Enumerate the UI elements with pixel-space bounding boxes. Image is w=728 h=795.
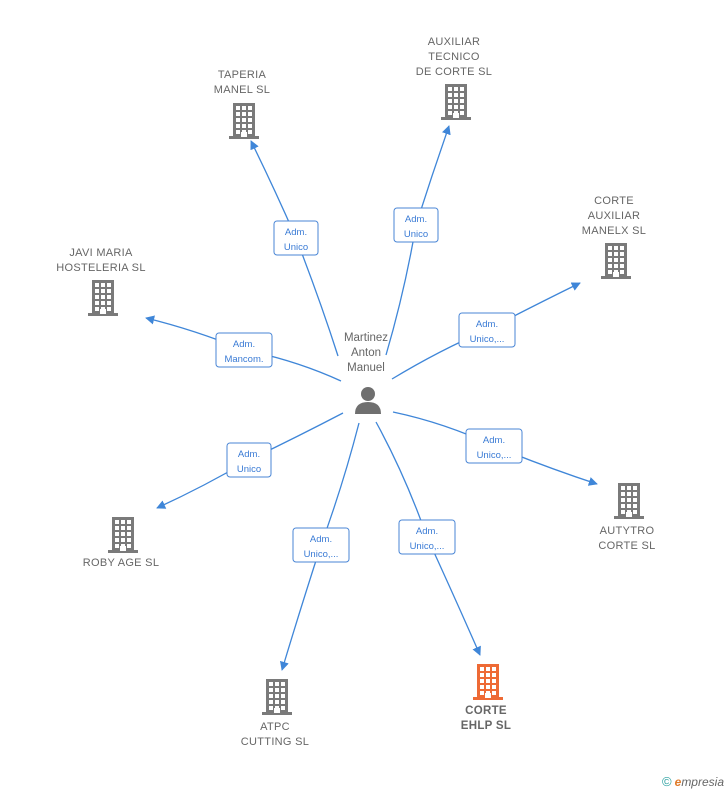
company-name-line: CORTE bbox=[465, 705, 507, 717]
company-node-atpc[interactable]: ATPC CUTTING SL bbox=[241, 679, 309, 748]
edge-label-text: Adm. Mancom. bbox=[224, 339, 263, 365]
edge-label-text-line: Adm. bbox=[233, 339, 255, 350]
company-node-roby[interactable]: ROBY AGE SL bbox=[83, 517, 159, 569]
edge-label-text-line: Adm. bbox=[405, 214, 427, 225]
company-name-line: ROBY AGE SL bbox=[83, 557, 159, 569]
edge-label-text-line: Adm. bbox=[483, 435, 505, 446]
company-name-line: DE CORTE SL bbox=[416, 66, 492, 78]
edge-label-text-line: Unico,... bbox=[477, 450, 512, 461]
company-name: CORTE AUXILIAR MANELX SL bbox=[582, 195, 646, 237]
company-node-javi[interactable]: JAVI MARIA HOSTELERIA SL bbox=[56, 247, 146, 316]
edge-label-text-line: Adm. bbox=[238, 449, 260, 460]
company-name: AUTYTRO CORTE SL bbox=[598, 525, 655, 552]
company-node-taperia[interactable]: TAPERIA MANEL SL bbox=[214, 69, 270, 139]
brand-name: mpresia bbox=[681, 775, 724, 789]
edge-label-atpc[interactable]: Adm. Unico,... bbox=[292, 527, 350, 563]
company-name-line: AUTYTRO bbox=[600, 525, 655, 537]
edge-label-text-line: Unico,... bbox=[470, 334, 505, 345]
edge-label-text: Adm. Unico bbox=[284, 227, 308, 253]
edge-label-box bbox=[226, 442, 272, 478]
edge-label-taperia[interactable]: Adm. Unico bbox=[273, 220, 319, 256]
building-icon[interactable] bbox=[473, 664, 503, 700]
edge-label-text-line: Unico bbox=[237, 464, 261, 475]
edge-label-text: Adm. Unico,... bbox=[410, 526, 445, 552]
company-name: CORTE EHLP SL bbox=[461, 705, 511, 732]
edge-label-text-line: Unico,... bbox=[304, 549, 339, 560]
brand-initial: e bbox=[674, 775, 682, 789]
company-name-line: TECNICO bbox=[428, 51, 480, 63]
building-icon[interactable] bbox=[601, 243, 631, 279]
edges-layer: Adm.UnicoAdm.UnicoAdm.Unico,...Adm.Manco… bbox=[145, 125, 598, 671]
company-name-line: CORTE SL bbox=[598, 540, 655, 552]
edge-label-text: Adm. Unico,... bbox=[470, 319, 505, 345]
company-node-auxiliar[interactable]: AUXILIAR TECNICO DE CORTE SL bbox=[416, 36, 492, 120]
company-name-line: HOSTELERIA SL bbox=[56, 262, 146, 274]
nodes-layer: TAPERIA MANEL SL AUXILIAR TECNICO DE CORTE S… bbox=[56, 36, 655, 748]
edge-label-text: Adm. Unico bbox=[404, 214, 428, 240]
edge-label-text-line: Unico,... bbox=[410, 541, 445, 552]
edge-label-roby[interactable]: Adm. Unico bbox=[226, 442, 272, 478]
company-name-line: AUXILIAR bbox=[428, 36, 481, 48]
person-name-line: Martinez bbox=[344, 332, 388, 344]
company-name: ATPC CUTTING SL bbox=[241, 721, 309, 748]
company-name-line: MANELX SL bbox=[582, 225, 646, 237]
edge-label-text-line: Adm. bbox=[476, 319, 498, 330]
edge-label-box bbox=[458, 312, 516, 348]
building-icon[interactable] bbox=[614, 483, 644, 519]
company-name-line: AUXILIAR bbox=[588, 210, 641, 222]
company-name-line: EHLP SL bbox=[461, 720, 511, 732]
company-name: JAVI MARIA HOSTELERIA SL bbox=[56, 247, 146, 274]
person-name-line: Anton bbox=[351, 347, 381, 359]
edge-label-text-line: Adm. bbox=[416, 526, 438, 537]
edge-label-box bbox=[215, 332, 273, 368]
edge-label-corte-ehlp[interactable]: Adm. Unico,... bbox=[398, 519, 456, 555]
company-name-line: MANEL SL bbox=[214, 84, 270, 96]
building-icon[interactable] bbox=[88, 280, 118, 316]
edge-label-corte-auxiliar[interactable]: Adm. Unico,... bbox=[458, 312, 516, 348]
person-icon[interactable] bbox=[355, 387, 381, 414]
building-icon[interactable] bbox=[262, 679, 292, 715]
company-node-autytro[interactable]: AUTYTRO CORTE SL bbox=[598, 483, 655, 552]
person-name-line: Manuel bbox=[347, 362, 385, 374]
company-name-line: ATPC bbox=[260, 721, 290, 733]
edge-label-autytro[interactable]: Adm. Unico,... bbox=[465, 428, 523, 464]
edge-label-text-line: Unico bbox=[284, 242, 308, 253]
company-name-line: TAPERIA bbox=[218, 69, 267, 81]
edge-label-text: Adm. Unico bbox=[237, 449, 261, 475]
edge-label-text: Adm. Unico,... bbox=[477, 435, 512, 461]
company-name-line: CUTTING SL bbox=[241, 736, 309, 748]
edge-label-text-line: Adm. bbox=[285, 227, 307, 238]
edge-label-box bbox=[292, 527, 350, 563]
edge-label-text: Adm. Unico,... bbox=[304, 534, 339, 560]
edge-label-text-line: Mancom. bbox=[224, 354, 263, 365]
edge-label-box bbox=[273, 220, 319, 256]
building-icon[interactable] bbox=[229, 103, 259, 139]
edge-label-auxiliar[interactable]: Adm. Unico bbox=[393, 207, 439, 243]
company-name: AUXILIAR TECNICO DE CORTE SL bbox=[416, 36, 492, 78]
footer-brand[interactable]: ©empresia bbox=[662, 774, 724, 789]
company-name: ROBY AGE SL bbox=[83, 557, 159, 569]
building-icon[interactable] bbox=[108, 517, 138, 553]
edge-label-box bbox=[465, 428, 523, 464]
edge-label-text-line: Unico bbox=[404, 229, 428, 240]
company-node-corte-ehlp[interactable]: CORTE EHLP SL bbox=[461, 664, 511, 732]
edge-label-box bbox=[393, 207, 439, 243]
edge-label-text-line: Adm. bbox=[310, 534, 332, 545]
copyright-symbol: © bbox=[662, 774, 672, 789]
company-name: TAPERIA MANEL SL bbox=[214, 69, 270, 96]
edge-label-javi[interactable]: Adm. Mancom. bbox=[215, 332, 273, 368]
company-node-corte-auxiliar[interactable]: CORTE AUXILIAR MANELX SL bbox=[582, 195, 646, 279]
building-icon[interactable] bbox=[441, 84, 471, 120]
company-name-line: JAVI MARIA bbox=[69, 247, 133, 259]
company-name-line: CORTE bbox=[594, 195, 634, 207]
edge-label-box bbox=[398, 519, 456, 555]
